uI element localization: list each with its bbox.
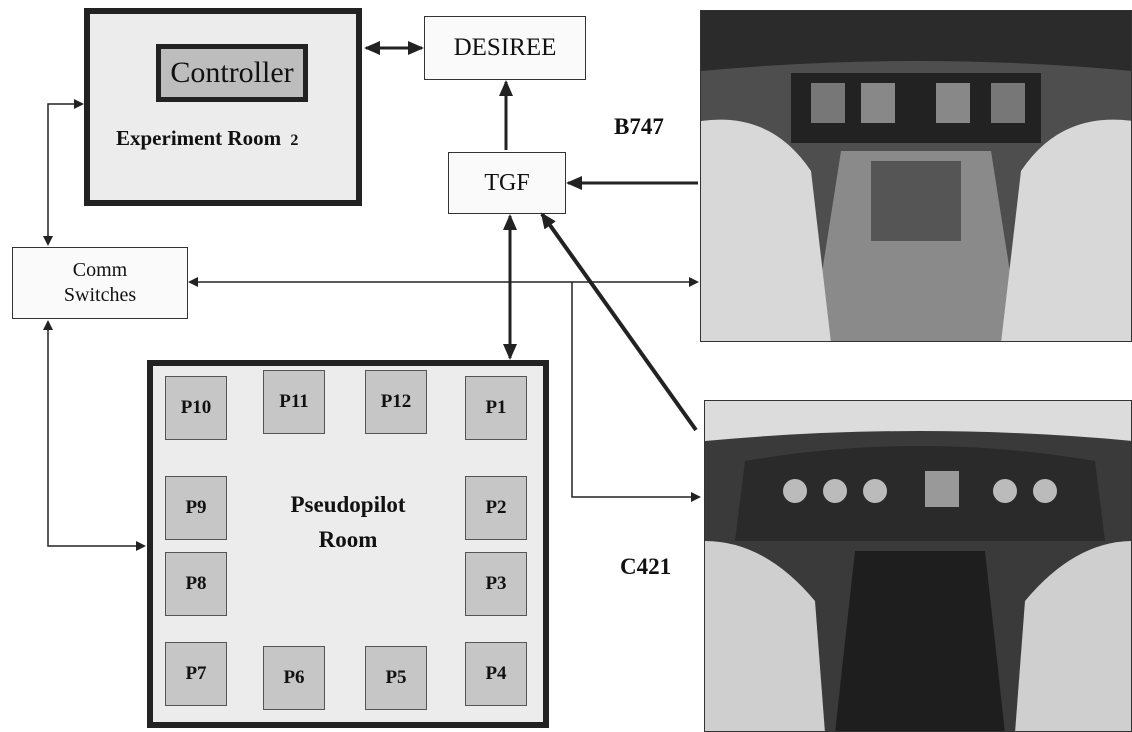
arrow-c421-tgf [542, 214, 696, 430]
arrow-experiment-comm [48, 104, 82, 244]
arrow-comm-c421 [572, 282, 699, 497]
arrow-comm-pseudopilot [48, 322, 144, 546]
